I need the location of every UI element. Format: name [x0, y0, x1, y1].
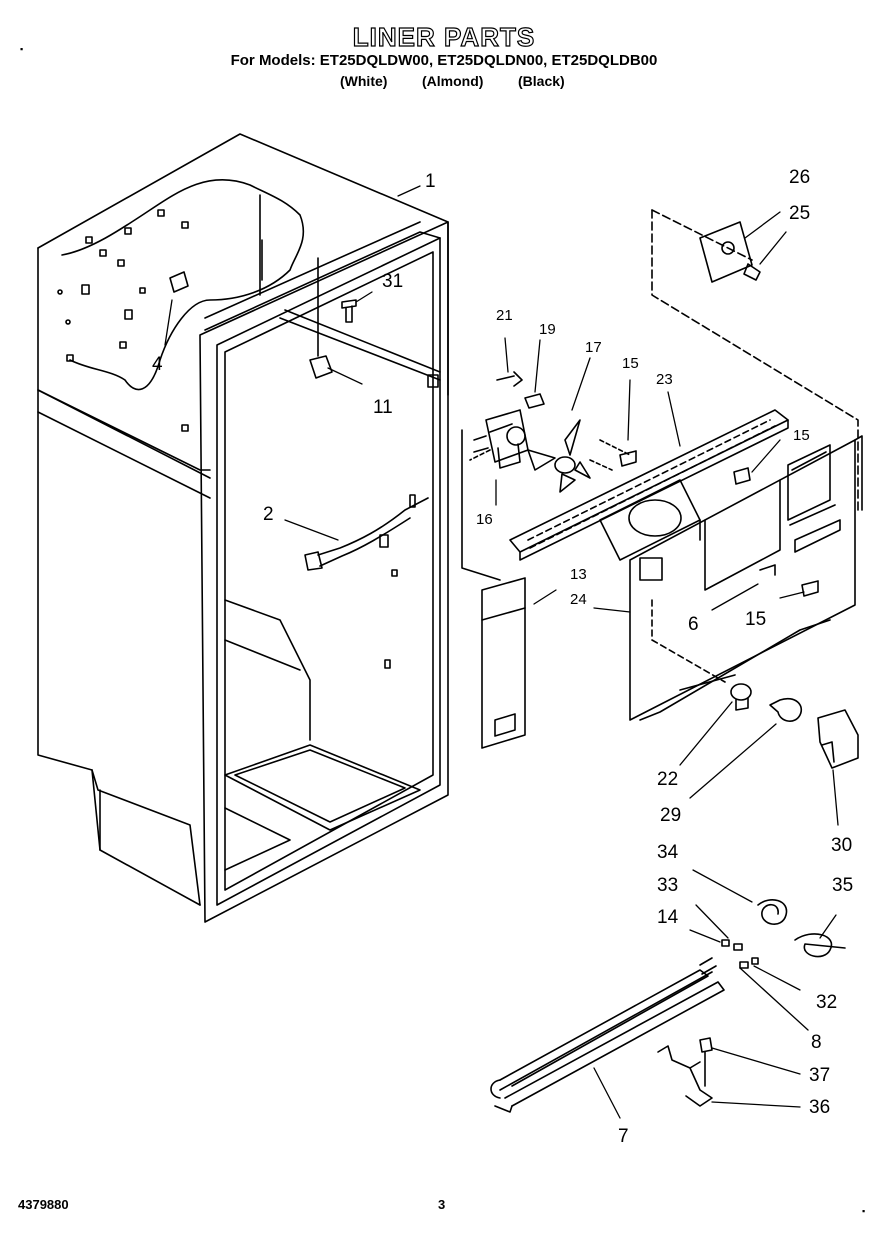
callout-30: 30: [831, 835, 853, 856]
defrost-heater-7: [490, 957, 725, 1113]
duct-13: [461, 429, 526, 749]
light-socket-22: [730, 683, 752, 711]
callout-8: 8: [811, 1032, 822, 1053]
callout-4: 4: [152, 354, 163, 375]
cover-plate-26: [651, 209, 859, 511]
callout-23: 23: [656, 371, 673, 388]
callout-34: 34: [657, 842, 679, 863]
callout-16: 16: [476, 511, 493, 528]
color-almond-label: (Almond): [422, 73, 484, 89]
callout-17: 17: [585, 339, 602, 356]
callout-19: 19: [539, 321, 556, 338]
callout-29: 29: [660, 805, 682, 826]
callout-15-top: 15: [622, 355, 639, 372]
fan-motor-assembly: [469, 371, 819, 597]
screw-31: [341, 299, 357, 323]
callout-15-right: 15: [793, 427, 810, 444]
callout-21: 21: [496, 307, 513, 324]
callout-15-lower: 15: [745, 609, 767, 630]
callout-22: 22: [657, 769, 679, 790]
bracket-36: [657, 1037, 713, 1107]
models-line: For Models: ET25DQLDW00, ET25DQLDN00, ET…: [230, 52, 658, 69]
callout-31: 31: [382, 271, 404, 292]
callout-33: 33: [657, 875, 679, 896]
callout-7: 7: [618, 1126, 629, 1147]
bracket-11: [309, 257, 333, 379]
callout-25: 25: [789, 203, 811, 224]
grille-23: [509, 409, 789, 561]
clip-4: [169, 271, 189, 293]
callout-14: 14: [657, 907, 679, 928]
wire-harness-2: [304, 497, 429, 571]
callout-35: 35: [832, 875, 854, 896]
leader-lines: [164, 185, 839, 1119]
callout-11: 11: [373, 397, 393, 418]
registration-mark: ▪: [862, 1206, 866, 1216]
panel-24: [629, 435, 863, 721]
liner-cabinet: [37, 133, 449, 923]
spring-35: [794, 933, 846, 958]
page-title: LINER PARTS: [352, 21, 536, 52]
callout-24: 24: [570, 591, 587, 608]
callout-37: 37: [809, 1065, 831, 1086]
spring-34: [757, 899, 788, 925]
callout-2: 2: [263, 504, 274, 525]
color-black-label: (Black): [518, 73, 565, 89]
color-white-label: (White): [340, 73, 388, 89]
light-bulb-29: [769, 697, 802, 722]
callout-13: 13: [570, 566, 587, 583]
registration-mark: ▪: [20, 44, 24, 54]
callout-6: 6: [688, 614, 699, 635]
caps: [721, 939, 759, 969]
callout-26: 26: [789, 167, 811, 188]
page-number: 3: [438, 1197, 446, 1212]
callout-36: 36: [809, 1097, 831, 1118]
callout-32: 32: [816, 992, 838, 1013]
document-number: 4379880: [18, 1197, 69, 1212]
light-cover-30: [817, 709, 859, 769]
callout-1: 1: [425, 171, 436, 192]
